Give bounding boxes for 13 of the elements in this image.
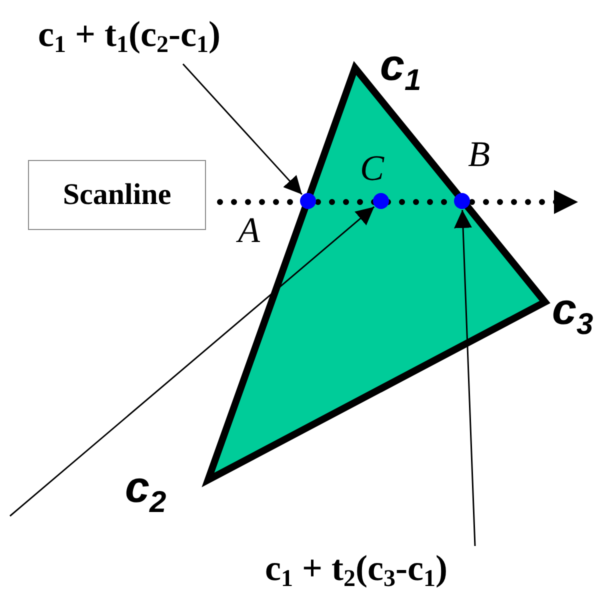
leader-line	[10, 206, 375, 517]
formula-text: c$_{1}$ + t$_{2}$(c$_{3}$-c$_{1}$)	[265, 548, 448, 588]
vertex-label: c$_{2}$	[125, 466, 166, 510]
leader-line	[182, 64, 302, 195]
point-label: C	[360, 150, 384, 186]
formula-text: c$_{1}$ + t$_{1}$(c$_{2}$-c$_{1}$)	[38, 14, 220, 54]
vertex-label: c$_{1}$	[380, 44, 422, 88]
vertex-label: c$_{3}$	[552, 288, 594, 332]
point-label: B	[468, 136, 490, 172]
point-label: A	[238, 212, 260, 248]
scanline-label: Scanline	[28, 160, 206, 230]
intersection-point	[300, 193, 316, 209]
leader-line	[454, 210, 476, 546]
